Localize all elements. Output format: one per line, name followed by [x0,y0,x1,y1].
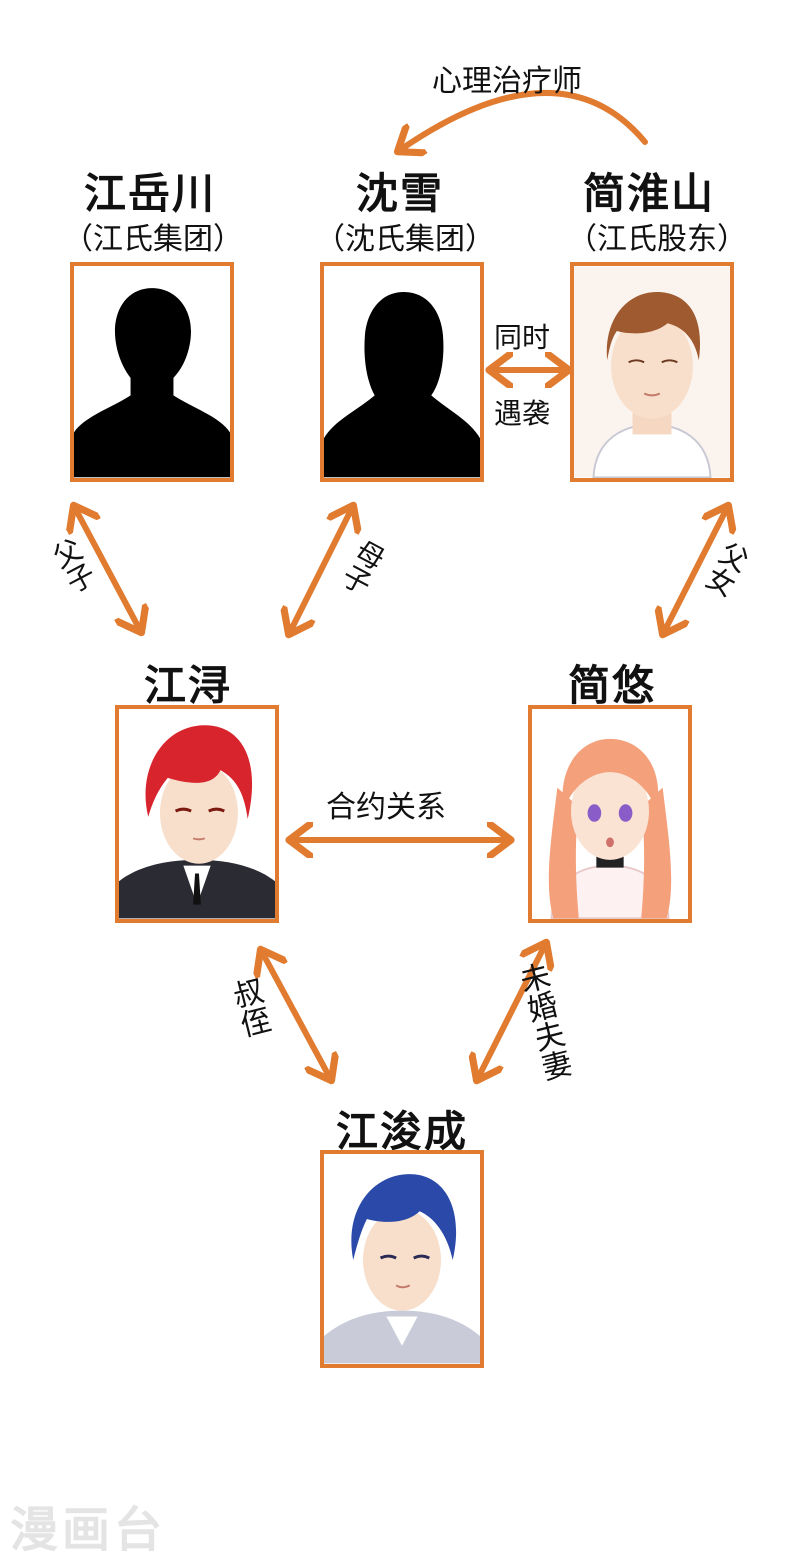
portrait-jiang-juncheng [320,1150,484,1368]
name-shen-xue: 沈雪 [355,169,444,218]
portrait-shen-xue [320,262,484,482]
label-therapist: 心理治疗师 [432,64,582,99]
label-contract: 合约关系 [326,790,446,825]
org-shen-xue: （沈氏集团） [315,222,495,257]
man-portrait-icon [574,266,730,478]
silhouette-icon [74,288,230,478]
blue-hair-man-portrait-icon [324,1154,480,1364]
fiance-arrow [478,945,545,1078]
name-jiang-yuechuan: 江岳川 [83,169,216,218]
name-jian-huaishan: 简淮山 [582,169,715,218]
portrait-jian-you [528,705,692,923]
org-jian-huaishan: （江氏股东） [567,222,747,257]
name-jiang-juncheng: 江浚成 [335,1107,468,1156]
woman-portrait-icon [532,709,688,919]
portrait-jiang-yuechuan [70,262,234,482]
red-hair-man-portrait-icon [119,709,275,919]
therapist-arrow [400,90,648,150]
watermark-logo: 漫画台 [10,1502,167,1558]
name-jiang-xun: 江浔 [143,661,232,710]
label-attacked-together-1: 同时 [494,321,551,354]
label-attacked-together-2: 遇袭 [494,397,551,430]
father-daughter-arrow [664,508,727,632]
father-son-arrow [75,508,140,630]
name-jian-you: 简悠 [567,661,656,710]
silhouette-icon [324,292,480,478]
org-jiang-yuechuan: （江氏集团） [63,222,243,257]
portrait-jiang-xun [115,705,279,923]
mother-son-arrow [290,508,352,632]
portrait-jian-huaishan [570,262,734,482]
uncle-nephew-arrow [262,952,330,1078]
